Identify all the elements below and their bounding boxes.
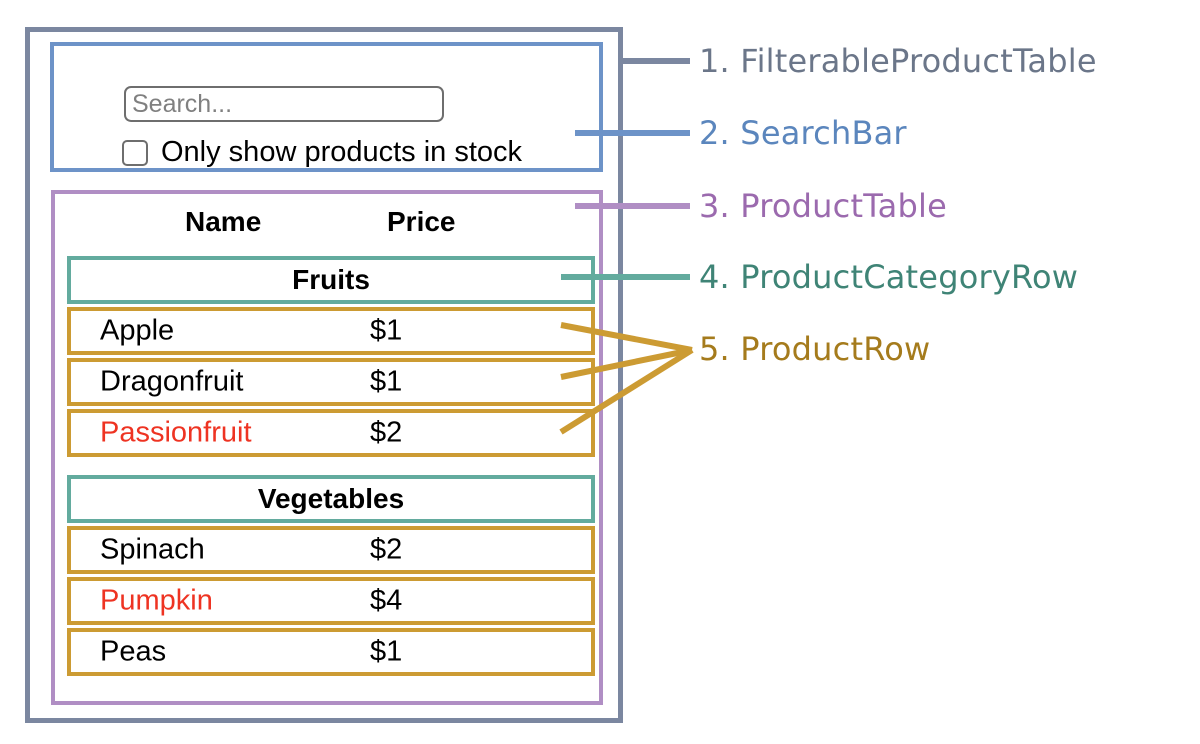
search-input[interactable] — [124, 86, 444, 122]
product-row: Spinach $2 — [67, 526, 595, 574]
product-row: Peas $1 — [67, 628, 595, 676]
legend-item-product-row: 5. ProductRow — [699, 330, 931, 368]
search-bar-frame: Only show products in stock — [50, 42, 603, 172]
legend-item-search-bar: 2. SearchBar — [699, 114, 907, 152]
product-name: Dragonfruit — [100, 365, 244, 398]
product-price: $1 — [370, 365, 403, 398]
column-header-price: Price — [387, 206, 456, 237]
product-category-row: Fruits — [67, 256, 595, 304]
product-price: $4 — [370, 584, 403, 617]
product-name: Passionfruit — [100, 416, 252, 449]
product-row: Pumpkin $4 — [67, 577, 595, 625]
product-row: Dragonfruit $1 — [67, 358, 595, 406]
filterable-product-table-frame: Only show products in stock Name Price F… — [25, 27, 623, 723]
legend-item-filterable-product-table: 1. FilterableProductTable — [699, 42, 1097, 80]
product-name: Peas — [100, 635, 167, 668]
product-price: $2 — [370, 416, 403, 449]
column-header-name: Name — [185, 206, 262, 237]
checkbox-unchecked-icon[interactable] — [122, 139, 148, 166]
product-name: Apple — [100, 314, 175, 347]
table-header-row: Name Price — [55, 206, 599, 248]
product-row: Passionfruit $2 — [67, 409, 595, 457]
product-price: $2 — [370, 533, 403, 566]
category-label: Vegetables — [257, 483, 405, 514]
product-table-frame: Name Price Fruits Apple $1 Dragonfruit $… — [51, 190, 603, 705]
product-category-row: Vegetables — [67, 475, 595, 523]
product-price: $1 — [370, 635, 403, 668]
in-stock-checkbox-label: Only show products in stock — [161, 136, 523, 168]
in-stock-checkbox-row[interactable]: Only show products in stock — [122, 138, 522, 167]
product-name: Pumpkin — [100, 584, 213, 617]
legend-item-product-category-row: 4. ProductCategoryRow — [699, 258, 1079, 296]
product-name: Spinach — [100, 533, 205, 566]
product-price: $1 — [370, 314, 403, 347]
legend-item-product-table: 3. ProductTable — [699, 187, 947, 225]
product-row: Apple $1 — [67, 307, 595, 355]
product-rows-area: Fruits Apple $1 Dragonfruit $1 Passionfr… — [67, 256, 595, 679]
category-label: Fruits — [292, 264, 370, 295]
